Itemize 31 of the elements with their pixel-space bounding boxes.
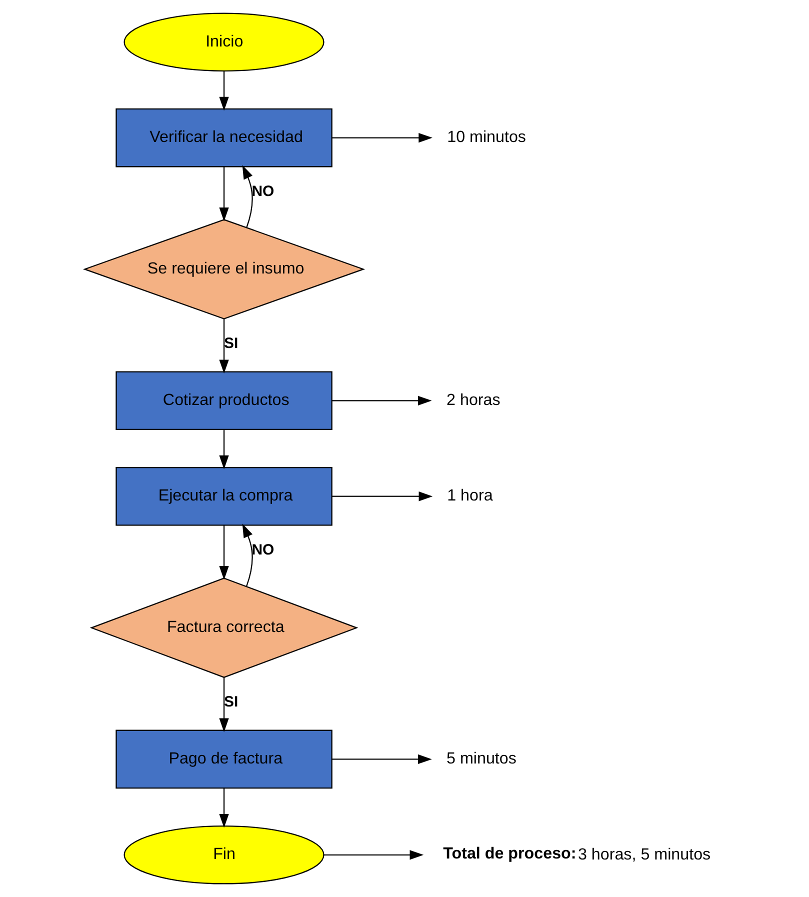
node-ellipse: Fin [124, 826, 324, 884]
arrow [219, 430, 229, 470]
arrow [242, 524, 253, 586]
node-ellipse: Inicio [124, 12, 324, 72]
node-diamond: Se requiere el insumo [82, 219, 366, 320]
arrow [219, 525, 229, 580]
arrow [219, 677, 229, 732]
node-text: Total de proceso:3 horas, 5 minutos [443, 844, 711, 864]
arrow [242, 165, 253, 228]
arrow [219, 788, 229, 828]
node-text: 5 minutos [446, 749, 516, 768]
node-box: Pago de factura [116, 730, 332, 789]
arrow [324, 850, 424, 860]
node-text: 1 hora [447, 486, 493, 505]
edge-label: SI [224, 694, 238, 711]
node-text: 2 horas [446, 390, 500, 409]
arrow [332, 396, 432, 406]
edge-label: SI [224, 335, 238, 352]
arrow [332, 132, 432, 143]
arrow [219, 318, 229, 374]
arrow [219, 71, 229, 111]
arrow [332, 754, 432, 764]
node-box: Cotizar productos [116, 371, 332, 430]
node-box: Ejecutar la compra [116, 466, 332, 526]
node-diamond: Factura correcta [90, 578, 358, 678]
node-box: Verificar la necesidad [116, 108, 332, 168]
node-text: 10 minutos [447, 128, 526, 146]
edge-label: NO [252, 182, 274, 200]
edge-label: NO [252, 541, 274, 558]
arrow [219, 166, 229, 222]
arrow [332, 492, 433, 502]
